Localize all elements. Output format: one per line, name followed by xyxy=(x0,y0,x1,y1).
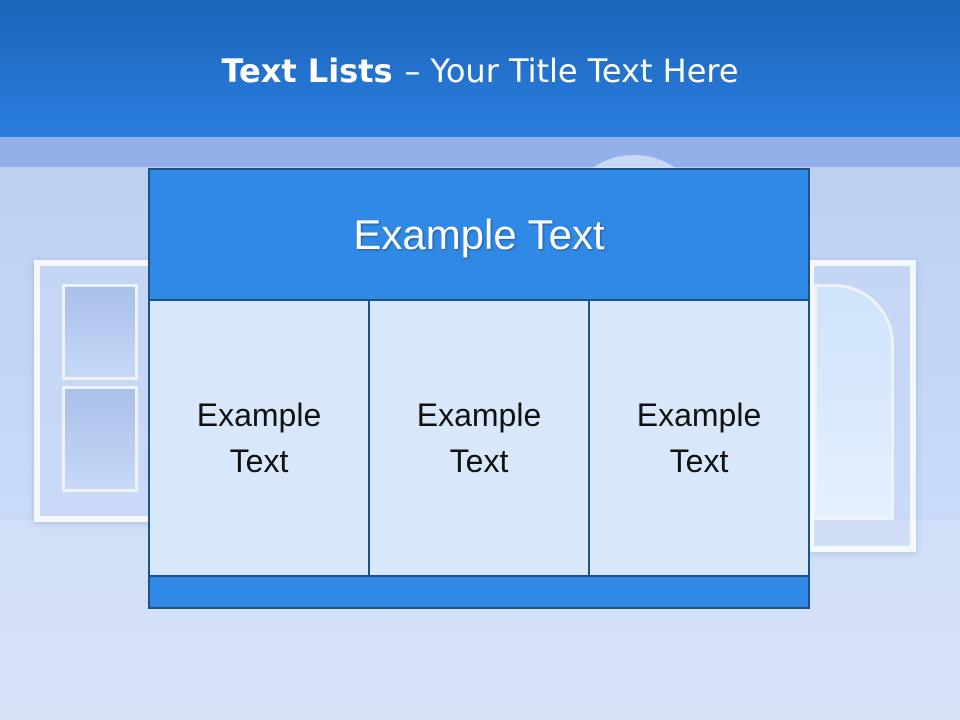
background-window-left xyxy=(34,260,158,522)
background-window-right xyxy=(808,260,916,552)
table-cells: Example Text Example Text Example Text xyxy=(148,299,810,577)
title-rest: Your Title Text Here xyxy=(430,52,739,90)
window-pane xyxy=(814,284,894,520)
table-cell-3: Example Text xyxy=(588,299,810,577)
table-header-text: Example Text xyxy=(353,210,605,258)
header-band xyxy=(0,137,960,167)
window-pane xyxy=(62,386,138,492)
text-list-table: Example Text Example Text Example Text E… xyxy=(148,168,810,609)
table-cell-2: Example Text xyxy=(368,299,590,577)
title-bold: Text Lists xyxy=(221,52,393,90)
cell-text: Example Text xyxy=(636,397,762,479)
cell-text: Example Text xyxy=(196,397,322,479)
title-separator: – xyxy=(404,52,421,90)
table-footer-bar xyxy=(148,575,810,609)
slide-title: Text Lists–Your Title Text Here xyxy=(0,52,960,90)
slide-header-bar xyxy=(0,0,960,137)
window-pane xyxy=(62,284,138,380)
table-header: Example Text xyxy=(148,168,810,301)
table-cell-1: Example Text xyxy=(148,299,370,577)
cell-text: Example Text xyxy=(416,397,542,479)
